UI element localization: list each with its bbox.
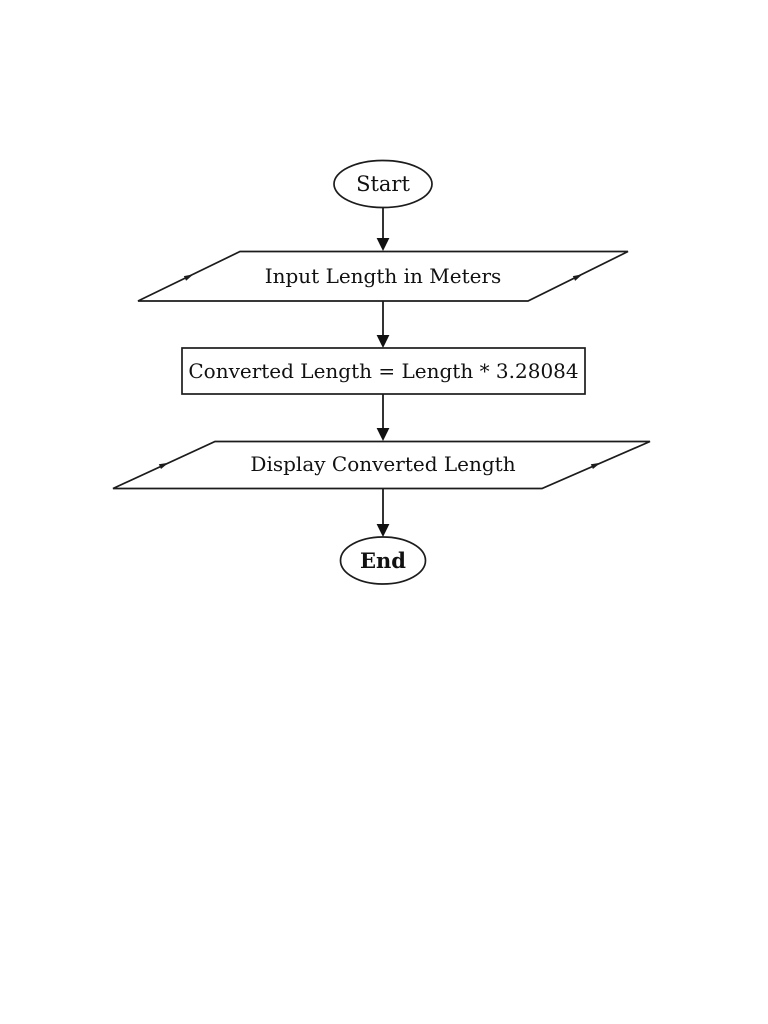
process-rectangle — [181, 347, 586, 395]
end-ellipse — [339, 536, 427, 585]
arrowhead — [376, 238, 390, 251]
edge-start-to-input — [376, 207, 390, 251]
slant-tick — [183, 274, 194, 281]
output-node: Display Converted Length — [112, 440, 651, 490]
slant-tick — [158, 462, 169, 470]
output-node-label: Display Converted Length — [250, 452, 515, 476]
end-node-label: End — [360, 548, 406, 573]
input-node: Input Length in Meters — [137, 250, 629, 302]
start-node-label: Start — [356, 172, 410, 196]
arrowhead — [376, 428, 390, 441]
start-node: Start — [333, 159, 433, 209]
input-node-label: Input Length in Meters — [265, 264, 502, 288]
edge-output-to-end — [376, 489, 390, 537]
input-parallelogram — [137, 250, 629, 302]
slant-tick — [590, 462, 601, 469]
output-parallelogram — [112, 440, 651, 490]
process-node-label: Converted Length = Length * 3.28084 — [188, 359, 578, 383]
arrowhead — [376, 335, 390, 348]
slant-tick — [572, 274, 583, 281]
end-node: End — [339, 536, 427, 585]
process-node: Converted Length = Length * 3.28084 — [181, 347, 586, 395]
arrowhead — [376, 524, 390, 537]
edge-process-to-output — [376, 394, 390, 441]
edge-input-to-process — [376, 301, 390, 348]
